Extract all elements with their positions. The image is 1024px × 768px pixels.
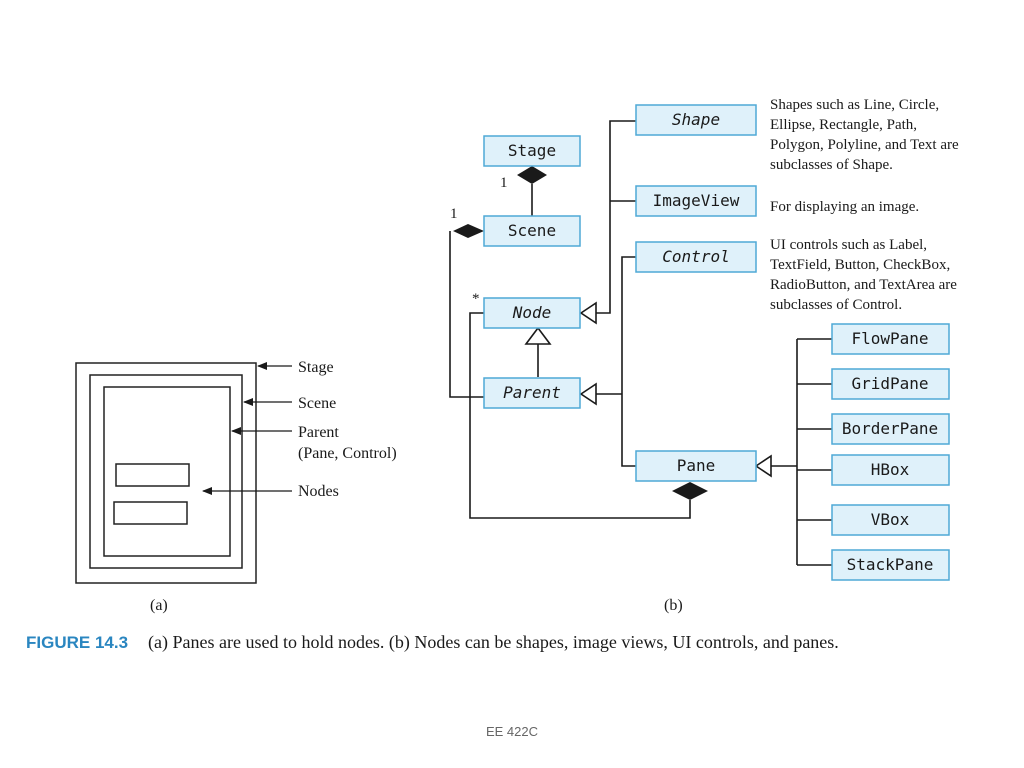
scene-frame (89, 374, 243, 569)
class-label-node: Node (512, 303, 552, 322)
class-label-shape: Shape (672, 110, 720, 129)
label-nodes: Nodes (298, 483, 339, 500)
note-control: UI controls such as Label, TextField, Bu… (770, 237, 957, 313)
note-imageview-line: For displaying an image. (770, 199, 919, 215)
pane-node-link (469, 312, 691, 519)
class-box-vbox: VBox (831, 504, 950, 536)
class-label-borderpane: BorderPane (842, 419, 938, 438)
multiplicity-scene-parent: 1 (450, 206, 458, 222)
part-b-connectors (449, 120, 832, 566)
caption-b: (b) (664, 597, 683, 614)
class-box-node: Node (483, 297, 581, 329)
slide-footer: EE 422C (485, 724, 539, 739)
label-parent-sub: (Pane, Control) (298, 445, 397, 462)
label-scene: Scene (298, 395, 336, 412)
scene-composition-diamond (453, 224, 484, 238)
pane-side-triangle (754, 454, 772, 478)
parent-frame (103, 386, 231, 557)
note-control-line: TextField, Button, CheckBox, (770, 257, 950, 273)
class-label-flowpane: FlowPane (851, 329, 928, 348)
control-parent-generalization (621, 256, 636, 467)
class-box-control: Control (635, 241, 757, 273)
caption-a: (a) (150, 597, 168, 614)
note-shape-line: Ellipse, Rectangle, Path, (770, 117, 917, 133)
class-box-borderpane: BorderPane (831, 413, 950, 445)
node-box-2 (113, 501, 188, 525)
class-box-scene: Scene (483, 215, 581, 247)
shape-node-generalization (596, 120, 636, 314)
note-control-line: subclasses of Control. (770, 297, 902, 313)
class-box-parent: Parent (483, 377, 581, 409)
pane-composition-diamond (672, 482, 708, 500)
class-label-stage: Stage (508, 141, 556, 160)
parent-side-triangle (579, 382, 597, 406)
stage-frame (75, 362, 257, 584)
note-control-line: RadioButton, and TextArea are (770, 277, 957, 293)
class-box-stackpane: StackPane (831, 549, 950, 581)
class-label-imageview: ImageView (653, 191, 740, 210)
class-label-vbox: VBox (871, 510, 910, 529)
part-a-diagram: Stage Scene Parent (Pane, Control) Nodes… (75, 359, 397, 614)
note-shape-line: subclasses of Shape. (770, 157, 893, 173)
note-shape-line: Shapes such as Line, Circle, (770, 97, 939, 113)
label-parent: Parent (298, 424, 339, 441)
part-b-markers (453, 166, 772, 500)
note-imageview: For displaying an image. (770, 199, 919, 215)
class-label-control: Control (662, 247, 729, 266)
figure-label: FIGURE 14.3 (26, 633, 128, 652)
multiplicity-pane-nodes: * (472, 291, 480, 307)
note-control-line: UI controls such as Label, (770, 237, 927, 253)
class-box-imageview: ImageView (635, 185, 757, 217)
figure-caption: (a) Panes are used to hold nodes. (b) No… (148, 632, 839, 653)
class-box-stage: Stage (483, 135, 581, 167)
class-box-flowpane: FlowPane (831, 323, 950, 355)
class-label-hbox: HBox (871, 460, 910, 479)
class-label-scene: Scene (508, 221, 556, 240)
multiplicity-stage-scene: 1 (500, 175, 508, 191)
class-box-pane: Pane (635, 450, 757, 482)
class-box-gridpane: GridPane (831, 368, 950, 400)
node-side-triangle (579, 301, 597, 325)
class-label-pane: Pane (677, 456, 716, 475)
note-shape-line: Polygon, Polyline, and Text are (770, 137, 959, 153)
label-stage: Stage (298, 359, 334, 376)
class-box-hbox: HBox (831, 454, 950, 486)
scene-parent-link (449, 231, 484, 398)
class-box-shape: Shape (635, 104, 757, 136)
note-shape: Shapes such as Line, Circle, Ellipse, Re… (770, 97, 959, 173)
class-label-stackpane: StackPane (847, 555, 934, 574)
node-box-1 (115, 463, 190, 487)
class-label-parent: Parent (503, 383, 561, 402)
stage-composition-diamond (517, 166, 547, 184)
class-label-gridpane: GridPane (851, 374, 928, 393)
node-generalization-triangle (524, 326, 552, 345)
class-boxes: Stage Scene Node Parent Shape ImageView … (483, 104, 950, 581)
